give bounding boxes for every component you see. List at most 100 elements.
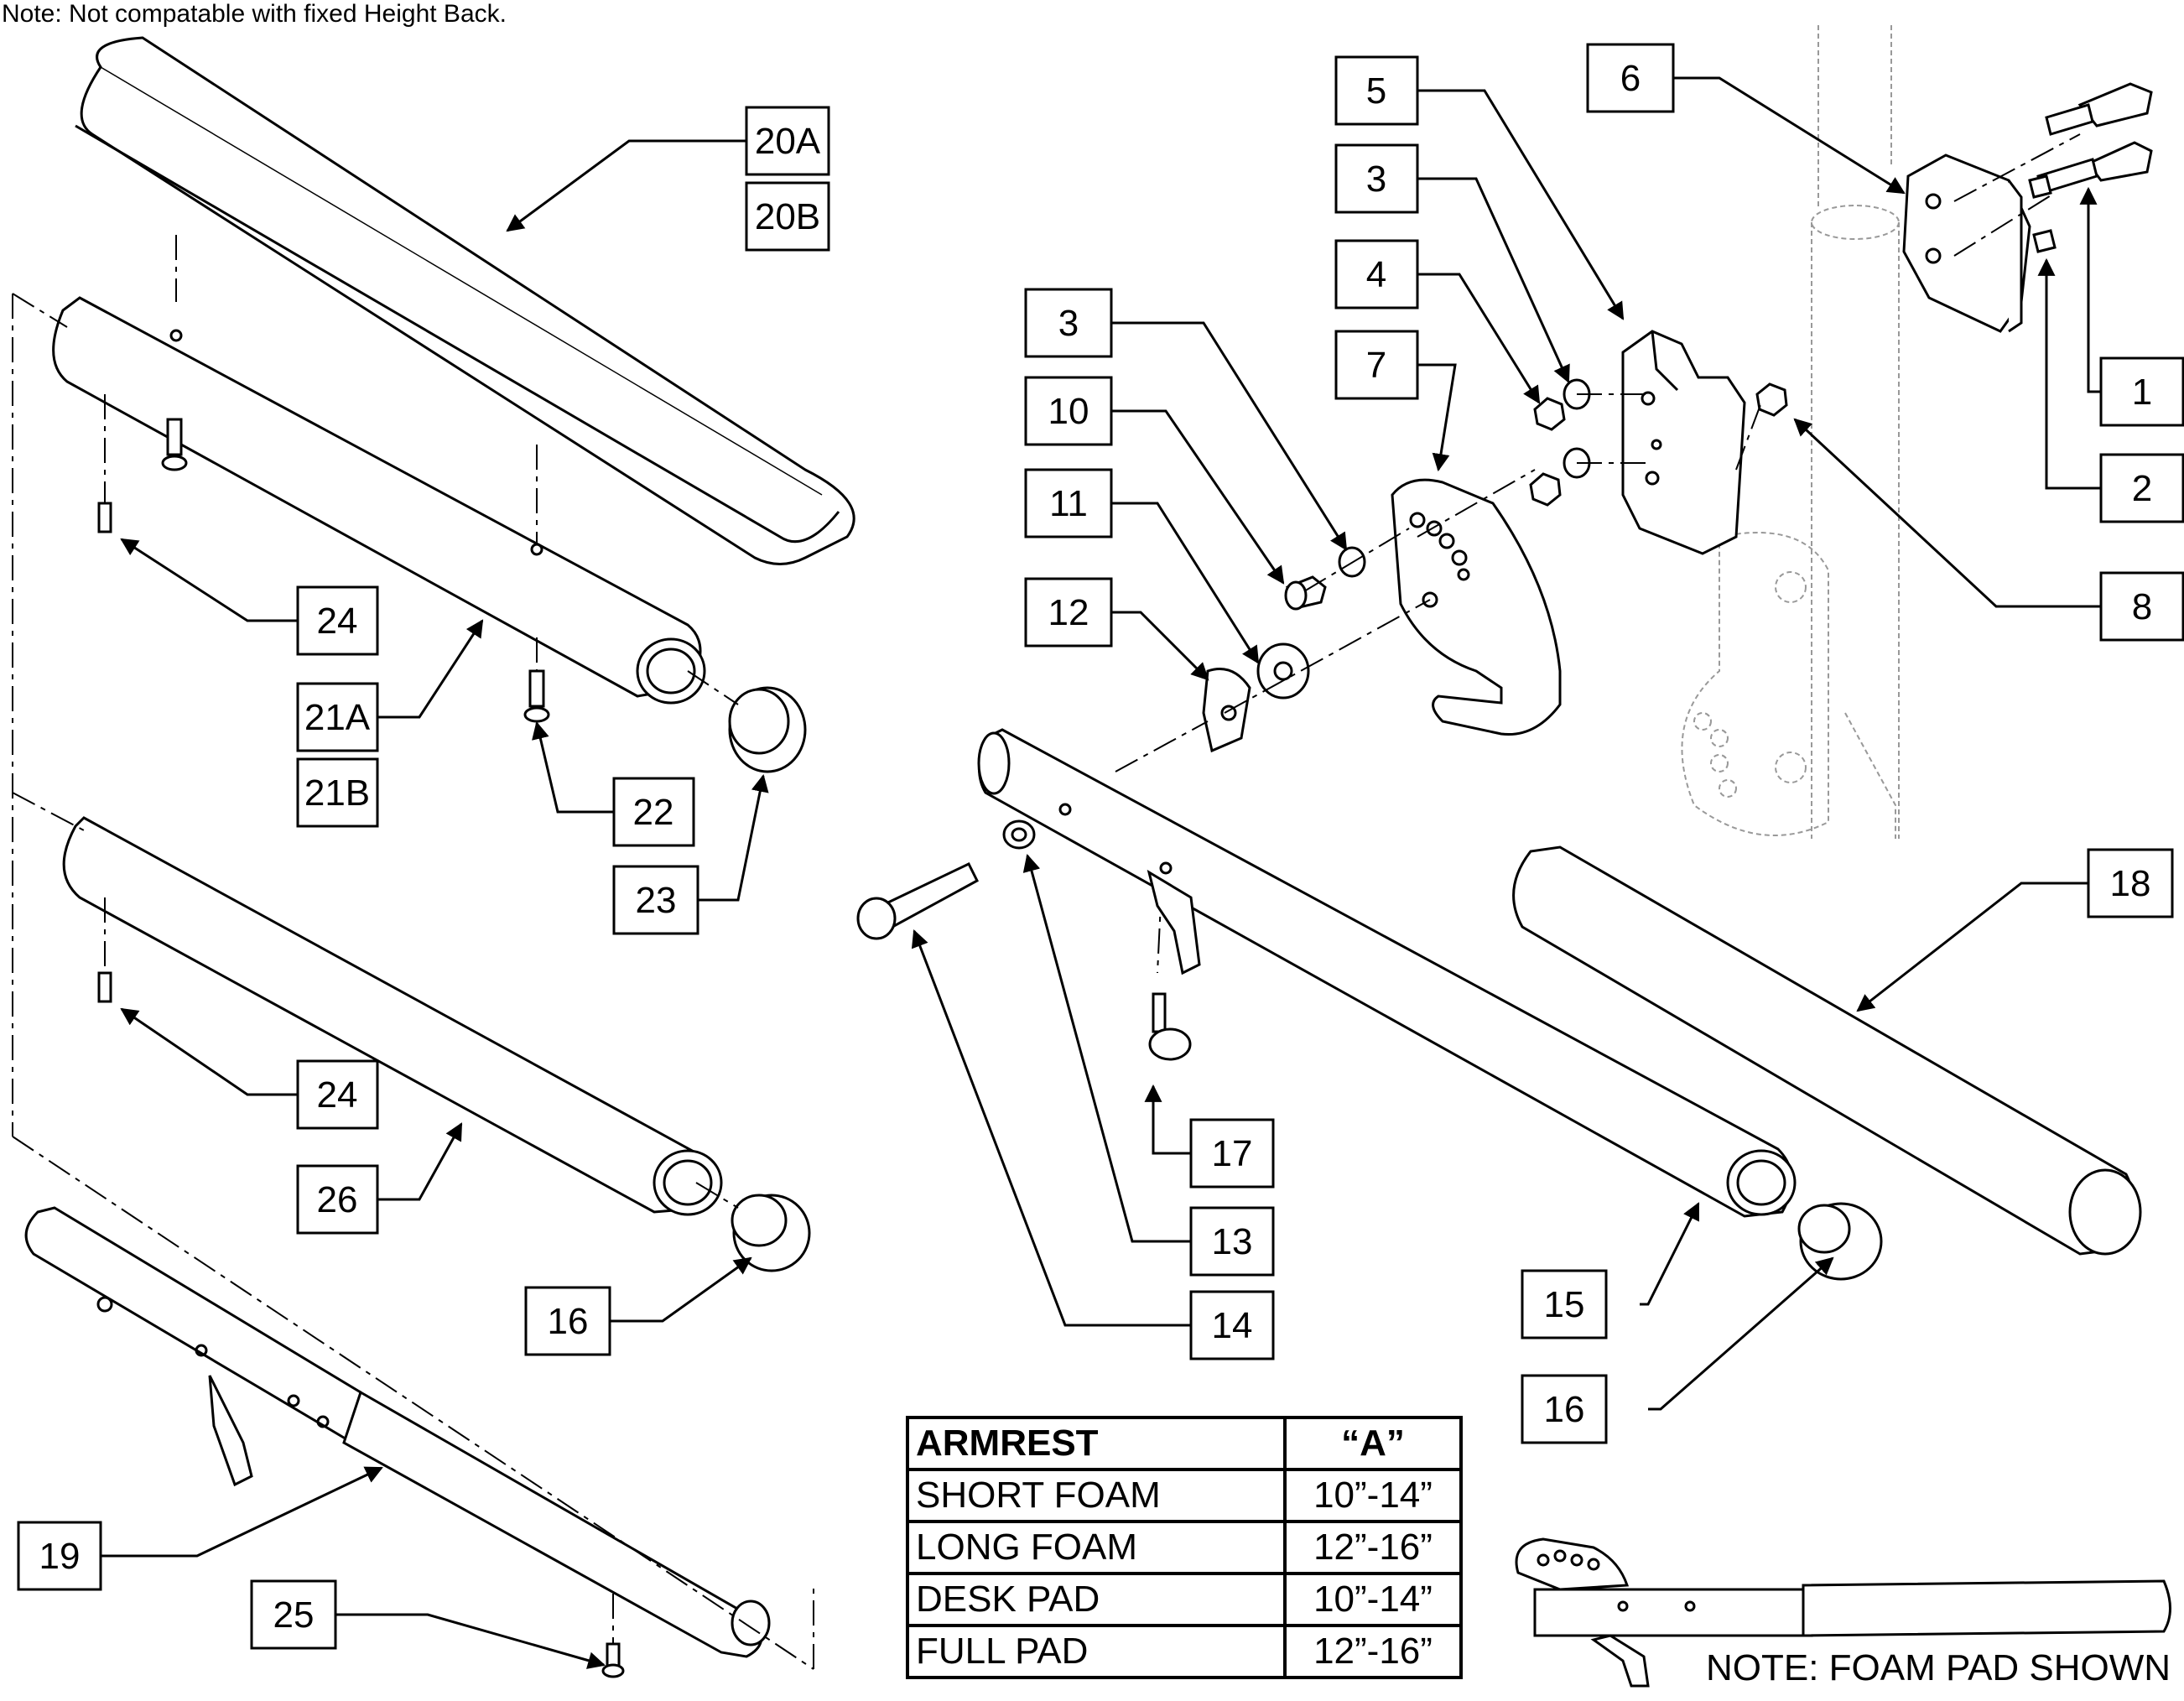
callout-box-19 [17,1521,102,1591]
callout-21a: 21A [304,697,371,738]
table-header-row: ARMREST “A” [906,1416,1463,1471]
callout-24-top: 24 [317,601,358,642]
callout-25: 25 [273,1594,315,1636]
leader-17 [1144,1084,1191,1155]
leader-12 [1111,611,1209,681]
callout-box-24-mid [296,1059,379,1130]
callout-box-16-right [1521,1374,1608,1444]
screws-left-drawing [97,418,550,1003]
leader-18 [1856,882,2088,1012]
callout-labels: 20A 20B 21A 21B 22 23 24 24 26 16 19 25 … [39,58,2153,1636]
leader-15 [1640,1202,1700,1306]
table-cell: 12”-16” [1283,1520,1463,1575]
leader-26 [377,1122,463,1201]
leader-24-mid [120,1007,298,1096]
end-cap-16-left-drawing [731,1194,811,1272]
leader-21a [377,619,484,719]
receiver-tube-19-drawing [24,1206,771,1678]
callout-26: 26 [317,1179,358,1220]
callout-box-1 [2099,356,2184,427]
left-center-lines [12,235,814,1670]
callout-box-8 [2099,571,2184,642]
callout-box-21b [296,757,379,828]
leader-3-lower [1111,321,1348,551]
bracket-6-drawing [1902,153,2031,333]
leader-23 [698,773,769,902]
callout-5: 5 [1366,70,1386,112]
armtube-15-drawing [977,728,1797,1218]
bolt-centerline-upper [1953,133,2081,202]
callout-boxes [17,43,2184,1650]
callout-box-20a [745,106,830,176]
callout-7: 7 [1366,345,1386,386]
armrest-pad-drawing [75,36,855,565]
table-cell: DESK PAD [906,1572,1287,1627]
callout-22: 22 [633,792,674,833]
foam-pad-18-drawing [1512,845,2142,1256]
callout-box-10 [1024,376,1113,446]
leader-10 [1111,409,1285,585]
leader-16-right [1648,1256,1834,1411]
leader-11 [1111,502,1260,664]
frame-tube-phantom [1681,25,1900,839]
bracket-5-drawing [1621,330,1746,555]
table-cell: 10”-14” [1283,1572,1463,1627]
callout-box-24-top [296,585,379,656]
armrest-size-table: ARMREST “A” SHORT FOAM 10”-14” LONG FOAM… [906,1416,1463,1679]
callout-24-mid: 24 [317,1074,358,1116]
leader-19 [101,1466,383,1558]
callout-10: 10 [1048,391,1089,432]
callout-box-26 [296,1164,379,1235]
table-header-armrest: ARMREST [906,1416,1287,1471]
callout-box-18 [2087,848,2174,918]
callout-box-3-upper [1334,143,1419,214]
leader-6 [1673,76,1906,195]
callout-box-5 [1334,55,1419,126]
callout-box-3-lower [1024,288,1113,358]
leader-lines [101,76,2101,1669]
end-cap-23-drawing [728,686,807,773]
callout-3-lower: 3 [1058,303,1079,344]
table-row: FULL PAD 12”-16” [906,1624,1463,1679]
callout-16-left: 16 [548,1301,589,1342]
table-cell: LONG FOAM [906,1520,1287,1575]
callout-20a: 20A [755,121,821,162]
leader-1 [2079,186,2101,393]
bolts-1-drawing [2028,82,2153,253]
leader-16-left [610,1256,752,1323]
callout-13: 13 [1212,1221,1253,1262]
callout-19: 19 [39,1536,81,1577]
leader-3-upper [1417,177,1570,383]
callout-21b: 21B [304,772,370,814]
armtube-26-drawing [62,816,723,1216]
callout-6: 6 [1620,58,1641,99]
leader-5 [1417,89,1625,320]
table-row: DESK PAD 10”-14” [906,1572,1463,1627]
right-center-lines [1115,393,1762,974]
callout-23: 23 [636,880,677,921]
callout-box-7 [1334,330,1419,400]
header-note: Note: Not compatable with fixed Height B… [2,0,507,28]
callout-17: 17 [1212,1133,1253,1174]
footer-note: NOTE: FOAM PAD SHOWN [1706,1647,2171,1688]
washer-11-bushing-12-drawing [1202,642,1310,753]
callout-20b: 20B [755,196,820,237]
callout-box-16-left [524,1286,611,1356]
table-cell: SHORT FOAM [906,1468,1287,1523]
callout-12: 12 [1048,592,1089,633]
armtube-21a-drawing [52,296,706,705]
leader-8 [1793,418,2101,608]
callout-box-20b [745,181,830,252]
callout-box-13 [1189,1206,1275,1277]
callout-box-17 [1189,1118,1275,1189]
leader-24-top [120,538,298,622]
callout-14: 14 [1212,1305,1253,1346]
callout-box-22 [612,777,695,847]
end-cap-16-right-drawing [1797,1202,1883,1281]
bolt-centerline-lower [1953,192,2056,257]
callout-16-right: 16 [1544,1389,1585,1430]
callout-4: 4 [1366,254,1386,295]
table-cell: FULL PAD [906,1624,1287,1679]
callout-1: 1 [2132,372,2152,413]
